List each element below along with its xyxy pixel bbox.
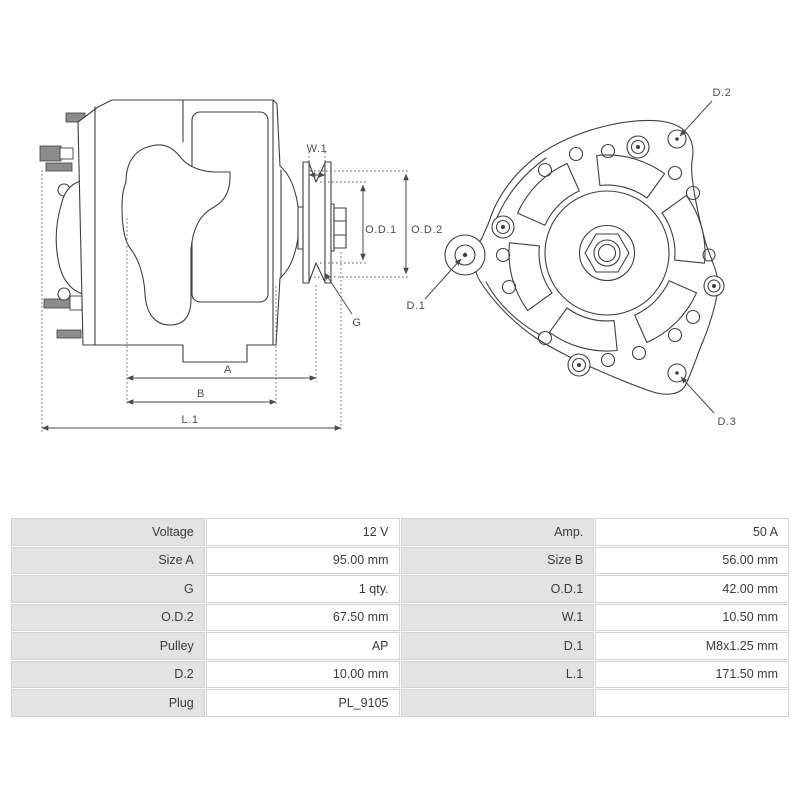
label-d2: D.2 [713,87,732,99]
spec-value [595,689,789,717]
spec-row-pulley-d1: Pulley AP D.1 M8x1.25 mm [11,632,789,660]
front-view [444,119,725,395]
shaft-rear [297,206,304,250]
spec-label: W.1 [400,603,595,631]
rear-stud-large [39,145,62,162]
leader-d2 [679,100,713,137]
spec-label: Pulley [11,632,205,660]
spec-table: Voltage 12 V Amp. 50 A Size A 95.00 mm S… [10,517,790,718]
mount-hole-d2 [667,129,687,149]
vent-slot [516,162,580,226]
spec-value: 10.50 mm [595,603,789,631]
side-view-dimensions: W.1 O.D.1 O.D.2 G A B L.1 [41,143,443,432]
leader-g [324,272,353,315]
pulley-groove-top [308,162,326,183]
leader-d3 [680,376,715,414]
bracket-contour [121,144,231,326]
spec-label: Size A [11,546,205,574]
spec-row-plug: Plug PL_9105 [11,689,789,717]
spec-label: O.D.1 [400,575,595,603]
spec-label: G [11,575,205,603]
through-bolt [626,135,650,159]
rear-stud-lower [43,298,73,309]
mount-hole-d3-center [675,371,679,375]
leader-d1 [424,258,462,300]
label-od2: O.D.2 [411,224,443,236]
spec-value: 50 A [595,518,789,546]
spec-label: Amp. [400,518,595,546]
pulley-rear-flange [302,161,310,284]
rim-line-lower [485,281,541,336]
side-view [39,99,347,363]
rear-stud-collar [59,147,74,160]
shaft-nut [333,207,347,249]
rear-stud-lower-collar [69,295,83,311]
pulley-groove-bottom [308,262,326,283]
spec-label: D.1 [400,632,595,660]
spec-row-g-od1: G 1 qty. O.D.1 42.00 mm [11,575,789,603]
label-l1: L.1 [181,414,198,426]
spec-value: 10.00 mm [205,660,400,688]
vent-slot [596,154,666,199]
front-view-callouts: D.2 D.1 D.3 [407,87,737,428]
through-bolt [567,353,591,377]
spec-value: 95.00 mm [205,546,400,574]
mount-lug-d1-center [462,252,468,258]
spec-value: 12 V [205,518,400,546]
rear-stud-thin [45,162,73,172]
spec-label: L.1 [400,660,595,688]
spec-label: Size B [400,546,595,574]
mount-hole-d2-center [675,137,679,141]
label-d1: D.1 [407,300,426,312]
spec-value: M8x1.25 mm [595,632,789,660]
terminal-bump-bottom [57,287,71,301]
mount-hole-d3 [667,363,687,383]
through-bolt [703,275,725,297]
spec-value: AP [205,632,400,660]
label-w1: W.1 [307,143,328,155]
rear-stud-bottom [56,329,82,339]
label-a: A [224,364,232,376]
spec-label: Voltage [11,518,205,546]
pulley-front-flange [324,161,332,284]
spec-row-size: Size A 95.00 mm Size B 56.00 mm [11,546,789,574]
vent-slot [661,194,706,264]
vent-slot [548,307,618,352]
through-bolt [491,215,515,239]
spec-row-od2-w1: O.D.2 67.50 mm W.1 10.50 mm [11,603,789,631]
alternator-technical-drawing: W.1 O.D.1 O.D.2 G A B L.1 [39,87,737,432]
shaft-bore [597,243,617,263]
spec-label: Plug [11,689,205,717]
mount-lug-d1-hole [454,244,476,266]
spec-value: PL_9105 [205,689,400,717]
spec-row-voltage: Voltage 12 V Amp. 50 A [11,518,789,546]
vent-slot [634,280,698,344]
spec-row-d2-l1: D.2 10.00 mm L.1 171.50 mm [11,660,789,688]
label-od1: O.D.1 [365,224,397,236]
spec-value: 56.00 mm [595,546,789,574]
spec-label [400,689,595,717]
spec-value: 171.50 mm [595,660,789,688]
spec-value: 1 qty. [205,575,400,603]
vent-holes [495,143,716,368]
label-g: G [352,317,361,329]
label-b: B [197,388,205,400]
label-d3: D.3 [718,416,737,428]
spec-value: 67.50 mm [205,603,400,631]
spec-value: 42.00 mm [595,575,789,603]
spec-label: D.2 [11,660,205,688]
spec-label: O.D.2 [11,603,205,631]
